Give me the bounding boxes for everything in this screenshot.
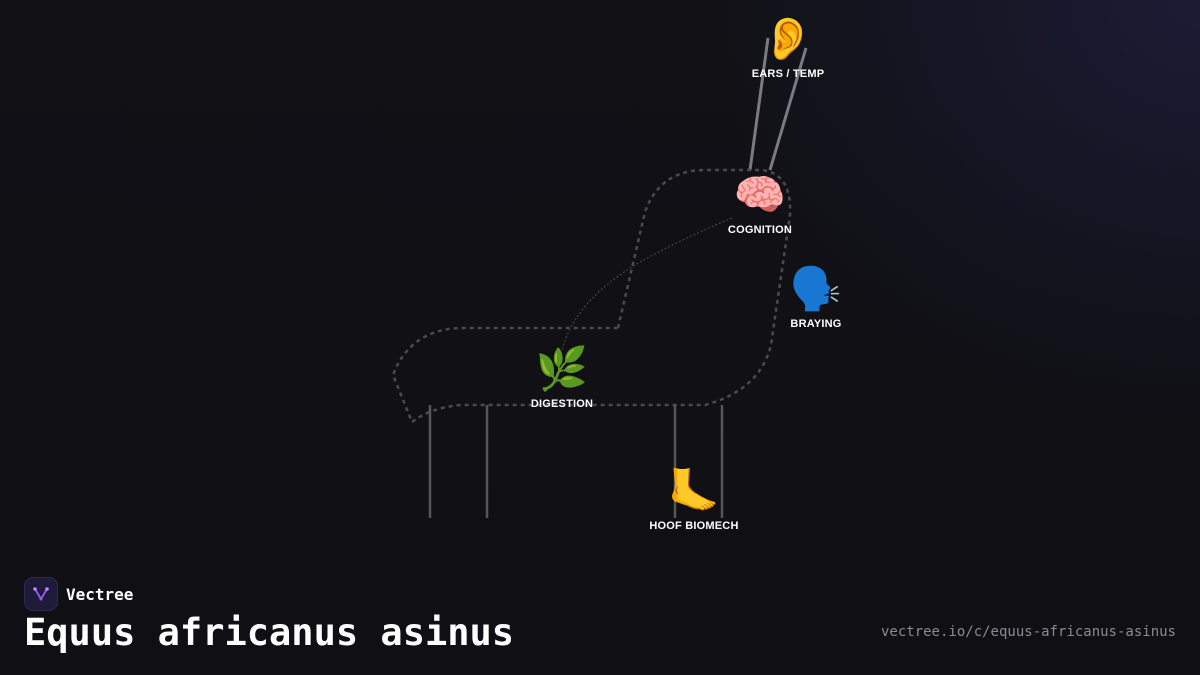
speaking-head-icon: 🗣️: [789, 264, 843, 313]
node-hoof-biomech[interactable]: 🦶 HOOF BIOMECH: [649, 466, 739, 533]
node-label-digestion: DIGESTION: [530, 398, 594, 410]
foot-icon: 🦶: [667, 466, 721, 515]
ear-left-line: [748, 37, 770, 171]
node-ears-temp[interactable]: 👂 EARS / TEMP: [751, 14, 825, 81]
node-digestion[interactable]: 🌿 DIGESTION: [530, 344, 594, 411]
connector-line: [561, 217, 733, 351]
body-outline: [391, 168, 792, 425]
brand-name: Vectree: [66, 584, 134, 604]
herb-icon: 🌿: [535, 344, 589, 393]
node-label-hoof-biomech: HOOF BIOMECH: [649, 520, 739, 532]
node-label-braying: BRAYING: [790, 318, 842, 330]
brand[interactable]: Vectree: [24, 577, 133, 611]
vectree-logo-icon: [24, 577, 58, 611]
ear-icon: 👂: [761, 14, 815, 63]
node-cognition[interactable]: 🧠 COGNITION: [727, 170, 793, 237]
page-title: Equus africanus asinus: [24, 611, 515, 654]
brain-icon: 🧠: [733, 170, 787, 219]
node-label-ears-temp: EARS / TEMP: [751, 68, 825, 80]
ear-right-line: [768, 47, 808, 171]
source-url[interactable]: vectree.io/c/equus-africanus-asinus: [880, 624, 1176, 640]
node-label-cognition: COGNITION: [727, 224, 793, 236]
node-braying[interactable]: 🗣️ BRAYING: [789, 264, 843, 331]
